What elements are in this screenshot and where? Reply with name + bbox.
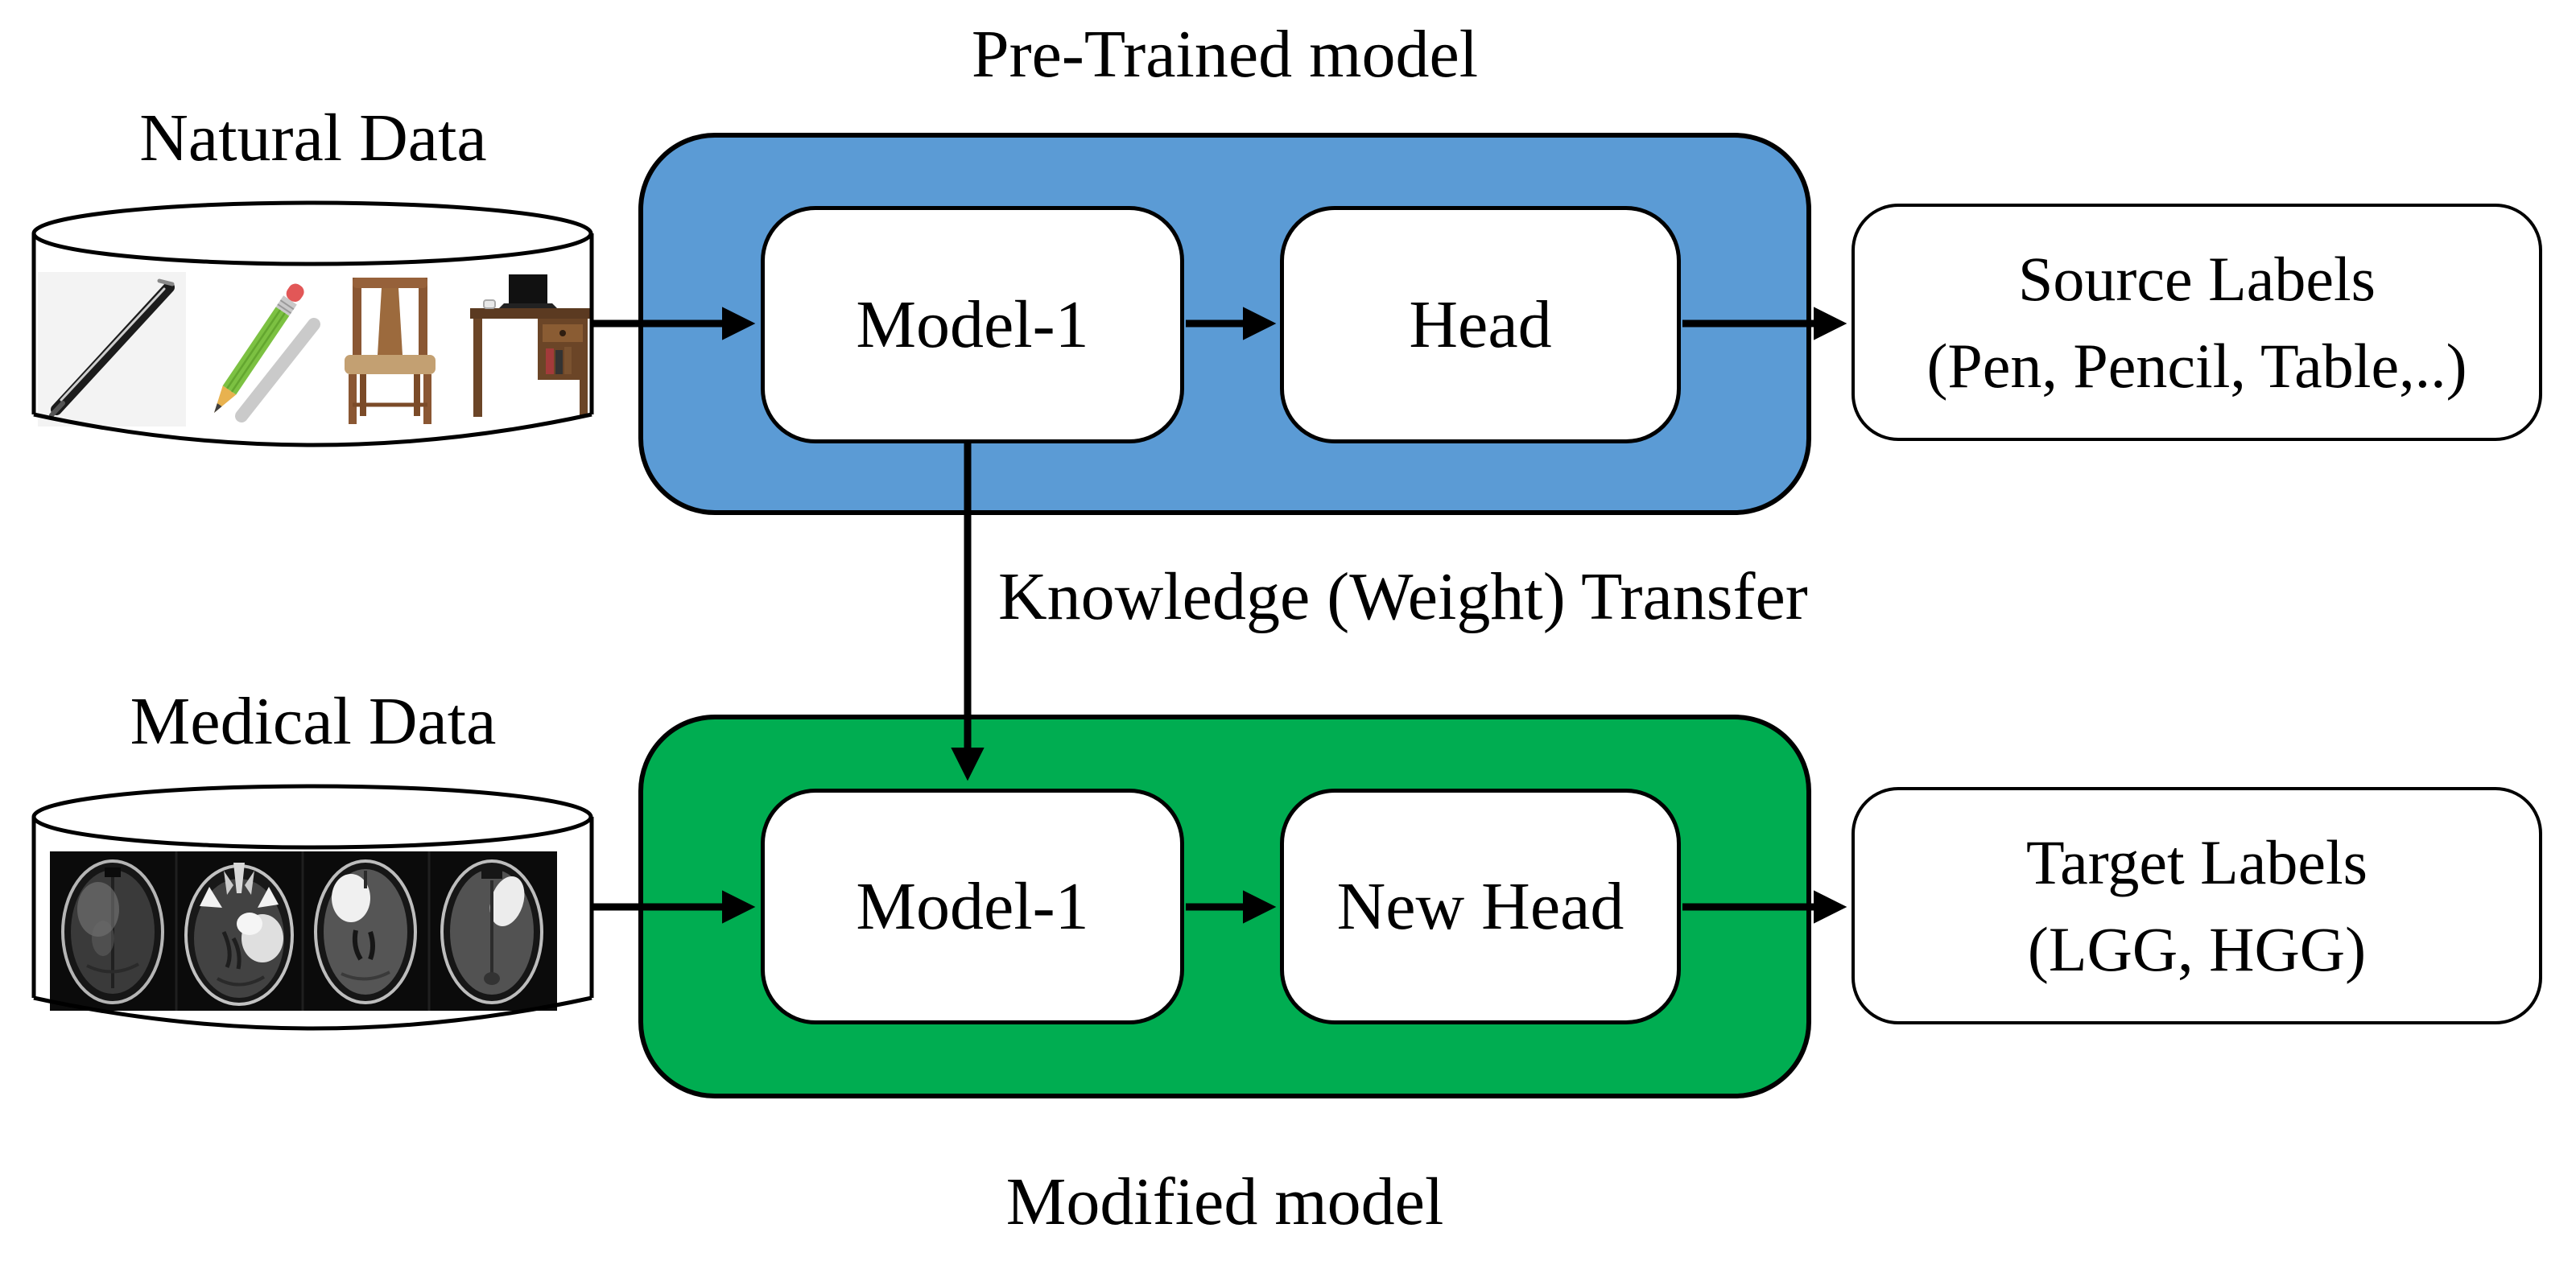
pretrained-model-container: Model-1 Head — [638, 133, 1811, 515]
source-labels-box: Source Labels (Pen, Pencil, Table,..) — [1852, 204, 2542, 441]
modified-head-box: New Head — [1280, 789, 1681, 1024]
brain-mri-3-image — [314, 859, 417, 1004]
pretrained-model-title: Pre-Trained model — [971, 17, 1479, 92]
pen-image — [38, 272, 186, 427]
pretrained-backbone-label: Model-1 — [856, 287, 1089, 362]
medical-data-label: Medical Data — [130, 684, 497, 759]
knowledge-transfer-label: Knowledge (Weight) Transfer — [998, 559, 1808, 634]
natural-data-cylinder — [31, 200, 594, 447]
target-labels-line2: (LGG, HGG) — [2027, 913, 2367, 984]
brain-mri-2-image — [184, 863, 294, 1006]
brain-mri-4-image — [440, 859, 543, 1004]
cylinder-outline — [31, 784, 594, 1031]
natural-data-label: Natural Data — [139, 101, 487, 175]
modified-backbone-box: Model-1 — [761, 789, 1184, 1024]
pretrained-head-box: Head — [1280, 206, 1681, 443]
medical-data-cylinder — [31, 784, 594, 1031]
target-labels-line1: Target Labels — [2025, 826, 2368, 897]
modified-model-container: Model-1 New Head — [638, 715, 1811, 1098]
chair-image — [345, 278, 436, 424]
pencil-image — [214, 283, 320, 422]
pretrained-head-label: Head — [1409, 287, 1552, 362]
pretrained-backbone-box: Model-1 — [761, 206, 1184, 443]
desk-image — [470, 274, 591, 417]
modified-head-label: New Head — [1336, 869, 1624, 944]
source-labels-line2: (Pen, Pencil, Table,..) — [1926, 330, 2467, 401]
modified-model-title: Modified model — [1005, 1164, 1444, 1239]
brain-mri-1-image — [61, 859, 164, 1004]
modified-backbone-label: Model-1 — [856, 869, 1089, 944]
target-labels-box: Target Labels (LGG, HGG) — [1852, 787, 2542, 1024]
source-labels-line1: Source Labels — [2017, 243, 2376, 314]
